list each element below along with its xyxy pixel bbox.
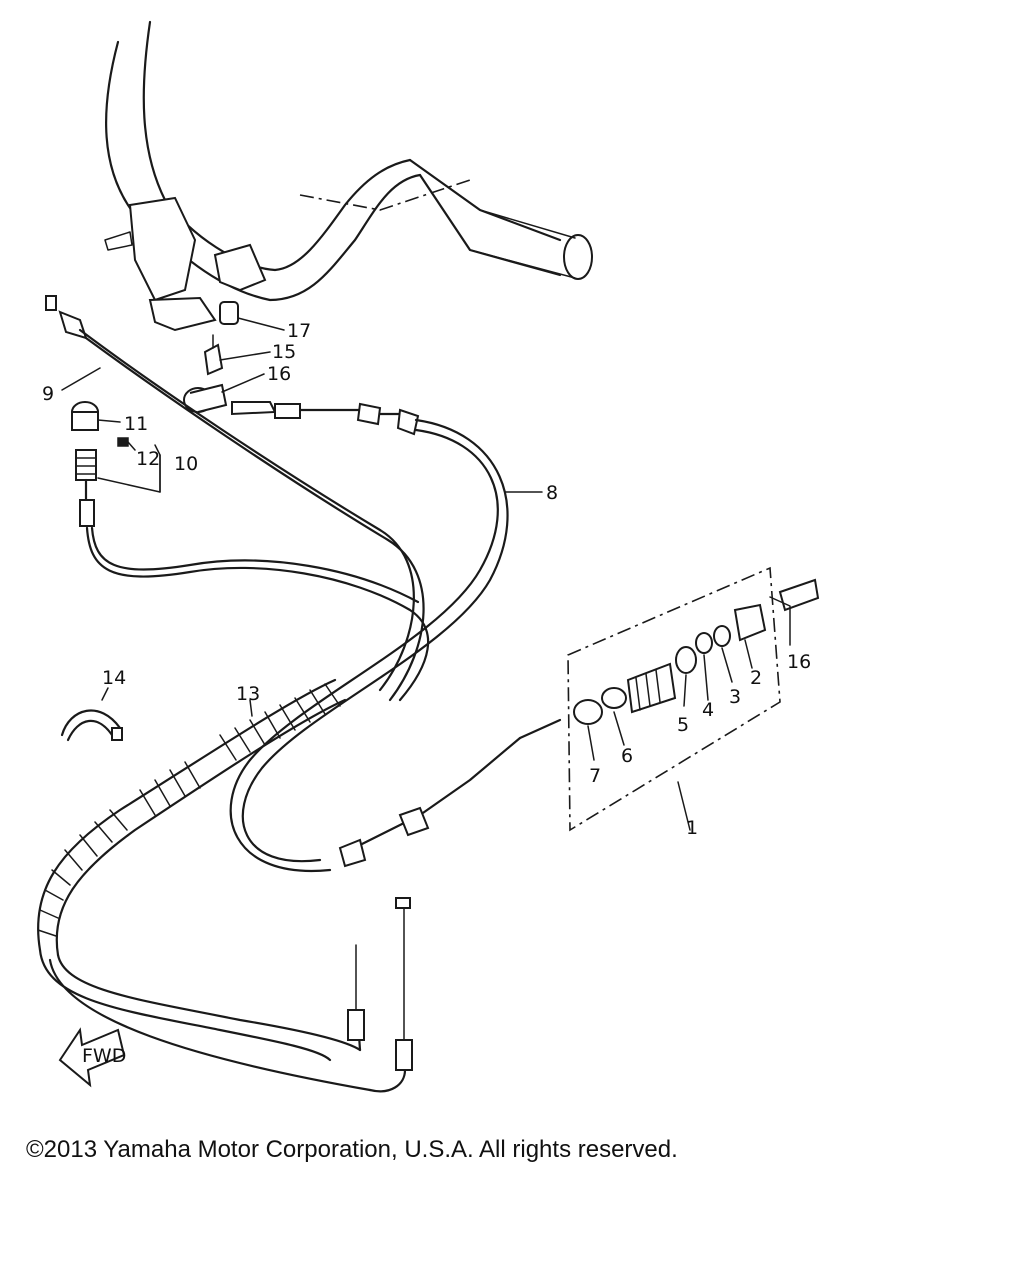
callout-9: 9 bbox=[42, 383, 54, 405]
cable-8 bbox=[229, 401, 509, 873]
assembly-1-box bbox=[567, 566, 781, 832]
callout-labels: 1 2 3 4 5 6 7 8 9 10 11 12 13 14 15 16 1… bbox=[42, 320, 811, 839]
copyright-notice: ©2013 Yamaha Motor Corporation, U.S.A. A… bbox=[26, 1136, 678, 1163]
callout-13: 13 bbox=[236, 683, 260, 705]
handlebar bbox=[104, 20, 593, 332]
callout-16-lower: 16 bbox=[787, 651, 811, 673]
assembly-1-parts bbox=[338, 578, 820, 868]
callout-1: 1 bbox=[686, 817, 698, 839]
parts-diagram: FWD 1 2 3 4 5 6 7 8 9 10 11 12 13 bbox=[37, 20, 820, 1093]
fwd-label: FWD bbox=[82, 1045, 126, 1067]
callout-15: 15 bbox=[272, 341, 296, 363]
callout-14: 14 bbox=[102, 667, 126, 689]
leader-lines bbox=[61, 317, 791, 831]
callout-10: 10 bbox=[174, 453, 198, 475]
callout-17: 17 bbox=[287, 320, 311, 342]
callout-6: 6 bbox=[621, 745, 633, 767]
callout-16-upper: 16 bbox=[267, 363, 291, 385]
callout-3: 3 bbox=[729, 686, 741, 708]
cable-9 bbox=[45, 295, 425, 702]
callout-4: 4 bbox=[702, 699, 714, 721]
clamp-14 bbox=[60, 709, 123, 742]
fitting-15 bbox=[203, 334, 224, 376]
callout-8: 8 bbox=[546, 482, 558, 504]
conduit-13 bbox=[37, 678, 347, 957]
fitting-17 bbox=[219, 301, 239, 325]
callout-12: 12 bbox=[136, 448, 160, 470]
callout-2: 2 bbox=[750, 667, 762, 689]
callout-5: 5 bbox=[677, 714, 689, 736]
callout-7: 7 bbox=[589, 765, 601, 787]
fwd-arrow-icon: FWD bbox=[58, 1027, 126, 1088]
lower-cables bbox=[38, 897, 413, 1093]
callout-11: 11 bbox=[124, 413, 148, 435]
cable-end-10 bbox=[71, 401, 430, 702]
fitting-16-upper bbox=[183, 383, 228, 413]
